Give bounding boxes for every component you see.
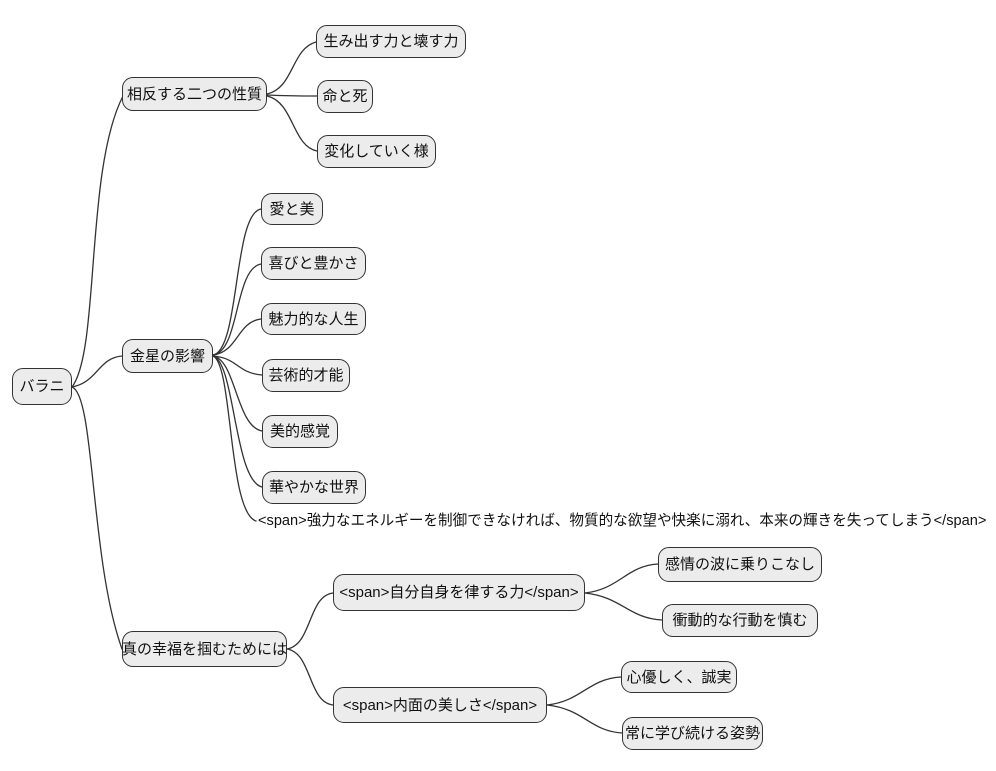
node-attractive-life: 魅力的な人生 <box>261 303 366 335</box>
node-self-discipline: <span>自分自身を律する力</span> <box>333 574 585 611</box>
node-venus-influence: 金星の影響 <box>122 339 213 373</box>
node-joy-and-abundance: 喜びと豊かさ <box>261 247 366 280</box>
edge-beauty-to-keep-learning <box>546 704 623 734</box>
edge-opposing-to-life-death <box>266 94 318 97</box>
node-root: バラニ <box>12 368 72 405</box>
node-inner-beauty: <span>内面の美しさ</span> <box>333 687 547 723</box>
node-ever-changing: 変化していく様 <box>317 135 436 168</box>
node-energy-warning-text: <span>強力なエネルギーを制御できなければ、物質的な欲望や快楽に溺れ、本来の… <box>258 513 987 529</box>
edge-root-to-opposing-natures <box>71 95 124 388</box>
node-glamorous-world: 華やかな世界 <box>262 471 366 504</box>
node-life-and-death: 命と死 <box>317 80 373 113</box>
edge-opposing-to-creative-destructive <box>266 41 317 95</box>
edge-venus-to-love-beauty <box>212 208 262 356</box>
edge-venus-to-attractive-life <box>212 318 262 356</box>
edge-beauty-to-kind-sincere <box>546 676 622 706</box>
edge-venus-to-glamorous-world <box>212 355 263 488</box>
edge-happiness-to-inner-beauty <box>286 648 334 706</box>
edge-opposing-to-ever-changing <box>266 95 318 152</box>
node-love-and-beauty: 愛と美 <box>261 193 323 225</box>
edge-happiness-to-self-discipline <box>286 592 334 650</box>
edge-discipline-to-impulsive-actions <box>584 592 663 621</box>
edge-venus-to-artistic-talent <box>212 355 263 376</box>
node-artistic-talent: 芸術的才能 <box>262 359 350 392</box>
node-aesthetic-sense: 美的感覚 <box>262 415 338 448</box>
node-riding-emotional-waves: 感情の波に乗りこなし <box>658 547 822 582</box>
edge-venus-to-aesthetic-sense <box>212 355 263 432</box>
edge-venus-to-joy-abundance <box>212 263 262 356</box>
edge-venus-to-energy-warning <box>212 355 257 522</box>
node-true-happiness: 真の幸福を掴むためには <box>122 631 287 667</box>
node-refrain-impulsive-actions: 衝動的な行動を慎む <box>662 604 818 637</box>
node-kind-and-sincere: 心優しく、誠実 <box>621 661 737 693</box>
node-creative-and-destructive-power: 生み出す力と壊す力 <box>316 25 466 58</box>
node-keep-learning: 常に学び続ける姿勢 <box>622 717 763 750</box>
edge-root-to-true-happiness <box>71 386 123 650</box>
edge-root-to-venus-influence <box>71 355 123 388</box>
node-two-opposing-natures: 相反する二つの性質 <box>122 77 267 111</box>
edge-discipline-to-emotional-waves <box>584 563 659 594</box>
